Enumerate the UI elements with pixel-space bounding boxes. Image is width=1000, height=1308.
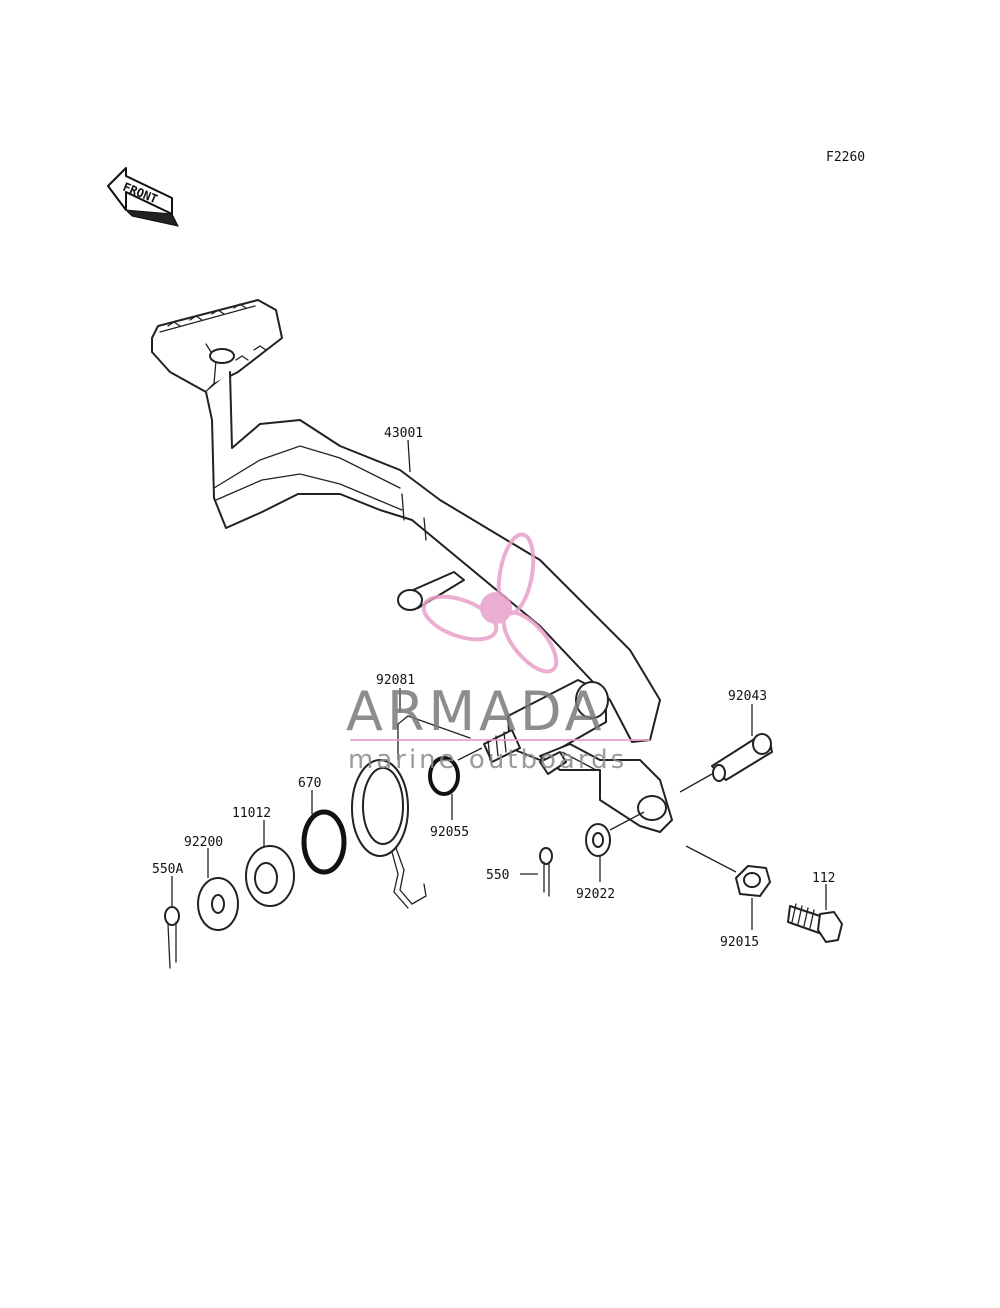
part-label-550A: 550A <box>152 862 183 877</box>
diagram-ref-code: F2260 <box>826 150 865 165</box>
part-92043-drawing <box>711 733 773 782</box>
part-label-92022: 92022 <box>576 887 615 902</box>
leader-lines <box>171 439 827 930</box>
part-92015-drawing <box>735 865 771 897</box>
part-label-11012: 11012 <box>232 806 271 821</box>
part-label-92081: 92081 <box>376 673 415 688</box>
part-label-92015: 92015 <box>720 935 759 950</box>
part-550-drawing <box>539 847 553 897</box>
part-670-drawing <box>301 809 347 875</box>
part-92081-drawing <box>351 715 471 909</box>
propeller-logo-icon <box>421 532 559 674</box>
part-label-43001: 43001 <box>384 426 423 441</box>
part-92055-drawing <box>428 756 460 796</box>
part-label-92055: 92055 <box>430 825 469 840</box>
part-92022-drawing <box>585 823 611 857</box>
part-label-92200: 92200 <box>184 835 223 850</box>
part-11012-drawing <box>245 845 295 907</box>
part-92200-drawing <box>197 877 239 931</box>
part-label-670: 670 <box>298 776 321 791</box>
watermark-tagline: marine outboards <box>348 745 627 775</box>
part-112-drawing <box>787 903 843 943</box>
part-550A-drawing <box>164 906 180 969</box>
part-label-550: 550 <box>486 868 509 883</box>
part-label-112: 112 <box>812 871 835 886</box>
watermark-brand: ARMADA <box>346 680 606 743</box>
watermark-logo: ARMADA marine outboards <box>346 532 650 775</box>
part-label-92043: 92043 <box>728 689 767 704</box>
front-arrow-icon: FRONT <box>107 167 179 227</box>
